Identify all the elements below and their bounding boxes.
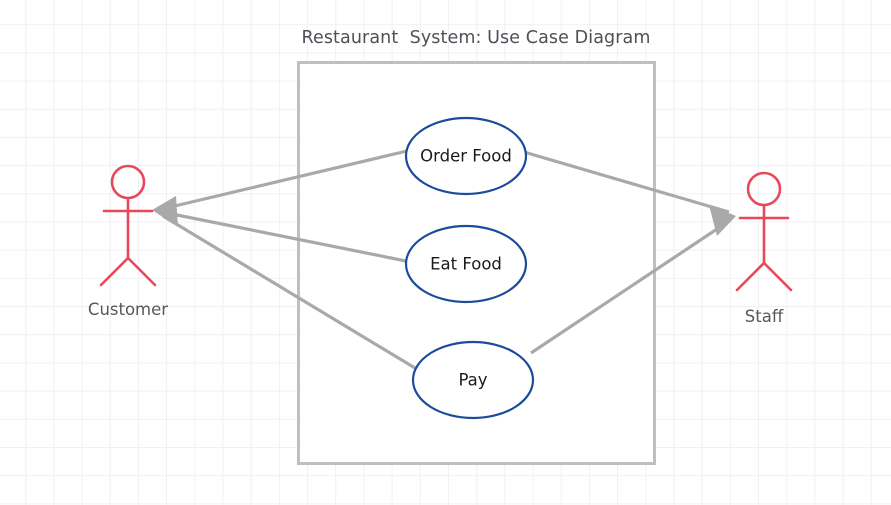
actor-staff[interactable]: Staff: [735, 171, 793, 326]
association-customer-pay[interactable]: [162, 214, 416, 370]
use-case-order-food[interactable]: Order Food: [404, 116, 528, 196]
actor-label: Staff: [745, 307, 784, 326]
use-case-ellipse[interactable]: [411, 340, 535, 420]
actor-stick-figure-icon: [735, 171, 793, 292]
staff-arrowhead-icon: [709, 205, 736, 236]
actor-label: Customer: [88, 300, 168, 319]
association-staff-order-food[interactable]: [523, 150, 730, 214]
page-title: Restaurant System: Use Case Diagram: [301, 28, 650, 48]
use-case-ellipse[interactable]: [404, 116, 528, 196]
use-case-label: Pay: [458, 371, 487, 390]
customer-arrowhead-icon: [152, 196, 178, 227]
actor-stick-figure-icon: [99, 164, 157, 287]
use-case-label: Eat Food: [430, 255, 502, 274]
use-case-pay[interactable]: Pay: [411, 340, 535, 420]
use-case-eat-food[interactable]: Eat Food: [404, 224, 528, 304]
association-staff-pay[interactable]: [530, 219, 730, 355]
association-customer-order-food[interactable]: [161, 149, 408, 211]
use-case-label: Order Food: [420, 147, 512, 166]
association-lines: [161, 149, 730, 370]
actor-customer[interactable]: Customer: [88, 164, 168, 319]
use-case-ellipse[interactable]: [404, 224, 528, 304]
association-customer-eat-food[interactable]: [161, 210, 407, 263]
